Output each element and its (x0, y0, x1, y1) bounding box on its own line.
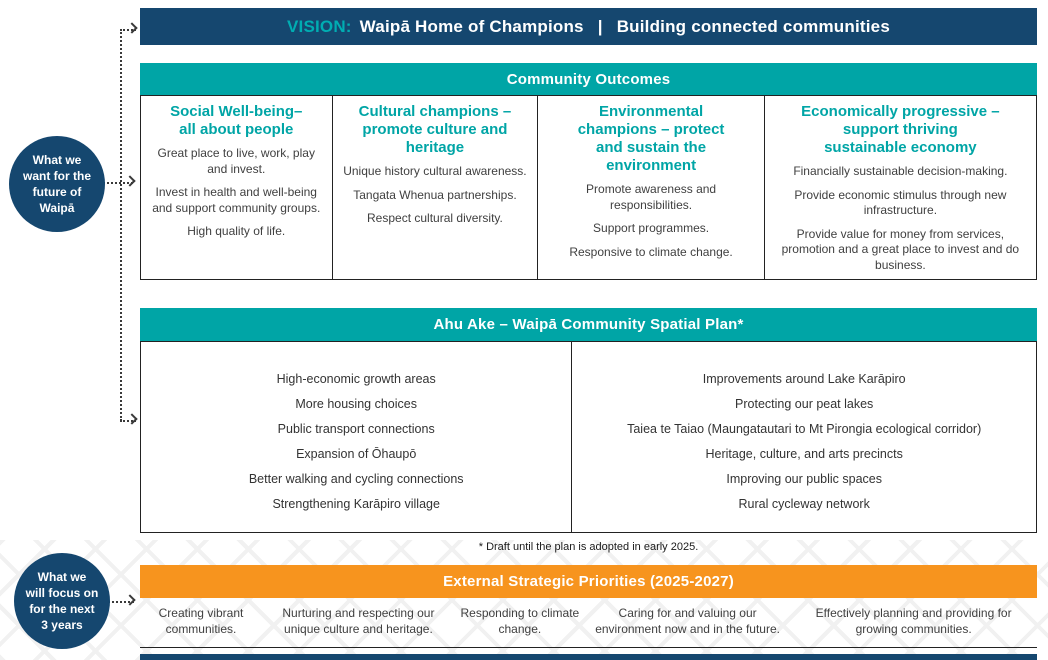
diamond-background-pattern (0, 540, 1048, 660)
priority-item: Creating vibrant communities. (158, 606, 244, 636)
outcome-item: High quality of life. (187, 224, 286, 239)
vision-banner: VISION: Waipā Home of Champions | Buildi… (140, 8, 1037, 45)
future-of-waipa-circle: What we want for the future of Waipā (9, 136, 105, 232)
spatial-item: Taiea te Taiao (Maungatautari to Mt Piro… (627, 422, 982, 436)
outcome-item: Respect cultural diversity. (367, 211, 503, 226)
outcome-title: Cultural champions – promote culture and… (358, 103, 512, 156)
priority-item: Responding to climate change. (460, 606, 580, 636)
arrow-to-outcomes-icon (124, 175, 136, 187)
spatial-item: Improving our public spaces (726, 472, 882, 486)
priority-item: Caring for and valuing our environment n… (595, 606, 780, 636)
priority-item: Effectively planning and providing for g… (815, 606, 1012, 636)
spatial-item: Better walking and cycling connections (248, 472, 464, 486)
spatial-item: Rural cycleway network (738, 497, 870, 511)
vision-divider: | (597, 16, 603, 36)
community-outcomes-table: Social Well-being– all about people Grea… (140, 95, 1037, 280)
outcome-title: Economically progressive – support thriv… (801, 103, 1000, 156)
connector-vertical-dotted-line (120, 29, 122, 421)
outcome-item: Invest in health and well-being and supp… (152, 185, 321, 215)
outcome-item: Provide value for money from services, p… (781, 226, 1020, 272)
priority-item: Nurturing and respecting our unique cult… (282, 606, 435, 636)
outcome-item: Tangata Whenua partnerships. (353, 187, 517, 202)
spatial-item: Protecting our peat lakes (735, 397, 874, 411)
outcome-column-cultural: Cultural champions – promote culture and… (333, 96, 539, 279)
spatial-item: More housing choices (295, 397, 417, 411)
outcome-column-social: Social Well-being– all about people Grea… (141, 96, 333, 279)
draft-footnote: * Draft until the plan is adopted in ear… (478, 541, 699, 553)
spatial-item: Heritage, culture, and arts precincts (705, 447, 903, 461)
next-3-years-circle: What we will focus on for the next 3 yea… (14, 553, 110, 649)
connector-to-spatial-plan (120, 420, 136, 422)
connector-from-circle1 (103, 182, 133, 184)
spatial-item: Strengthening Karāpiro village (272, 497, 440, 511)
outcome-column-economic: Economically progressive – support thriv… (765, 96, 1036, 279)
connector-to-vision (120, 29, 136, 31)
outcome-column-environmental: Environmental champions – protect and su… (538, 96, 765, 279)
outcome-item: Provide economic stimulus through new in… (794, 187, 1007, 218)
spatial-left-column: High-economic growth areas More housing … (141, 342, 573, 532)
outcome-item: Support programmes. (593, 221, 710, 236)
spatial-right-column: Improvements around Lake Karāpiro Protec… (572, 342, 1036, 532)
vision-part1: Waipā Home of Champions (359, 16, 584, 36)
outcome-item: Great place to live, work, play and inve… (157, 146, 315, 176)
spatial-item: High-economic growth areas (276, 372, 436, 386)
outcome-title: Environmental champions – protect and su… (577, 103, 725, 174)
arrow-to-spatial-plan-icon (126, 413, 138, 425)
connector-from-circle2 (108, 601, 134, 603)
outcome-item: Financially sustainable decision-making. (793, 164, 1008, 178)
spatial-item: Improvements around Lake Karāpiro (702, 372, 906, 386)
bottom-navy-strip (140, 654, 1037, 660)
outcome-item: Promote awareness and responsibilities. (586, 182, 717, 212)
outcome-title: Social Well-being– all about people (170, 103, 303, 138)
spatial-plan-header: Ahu Ake – Waipā Community Spatial Plan* (140, 308, 1037, 341)
strategic-priorities-header: External Strategic Priorities (2025-2027… (140, 565, 1037, 598)
vision-label: VISION: (286, 16, 352, 36)
community-outcomes-header: Community Outcomes (140, 63, 1037, 95)
spatial-plan-table: High-economic growth areas More housing … (140, 341, 1037, 533)
vision-part2: Building connected communities (616, 16, 890, 36)
spatial-item: Expansion of Ōhaupō (296, 447, 417, 461)
spatial-item: Public transport connections (277, 422, 435, 436)
arrow-to-vision-icon (126, 22, 138, 34)
outcome-item: Unique history cultural awareness. (343, 164, 527, 178)
outcome-item: Responsive to climate change. (569, 244, 733, 259)
strategic-priorities-row: Creating vibrant communities. Nurturing … (140, 598, 1037, 648)
